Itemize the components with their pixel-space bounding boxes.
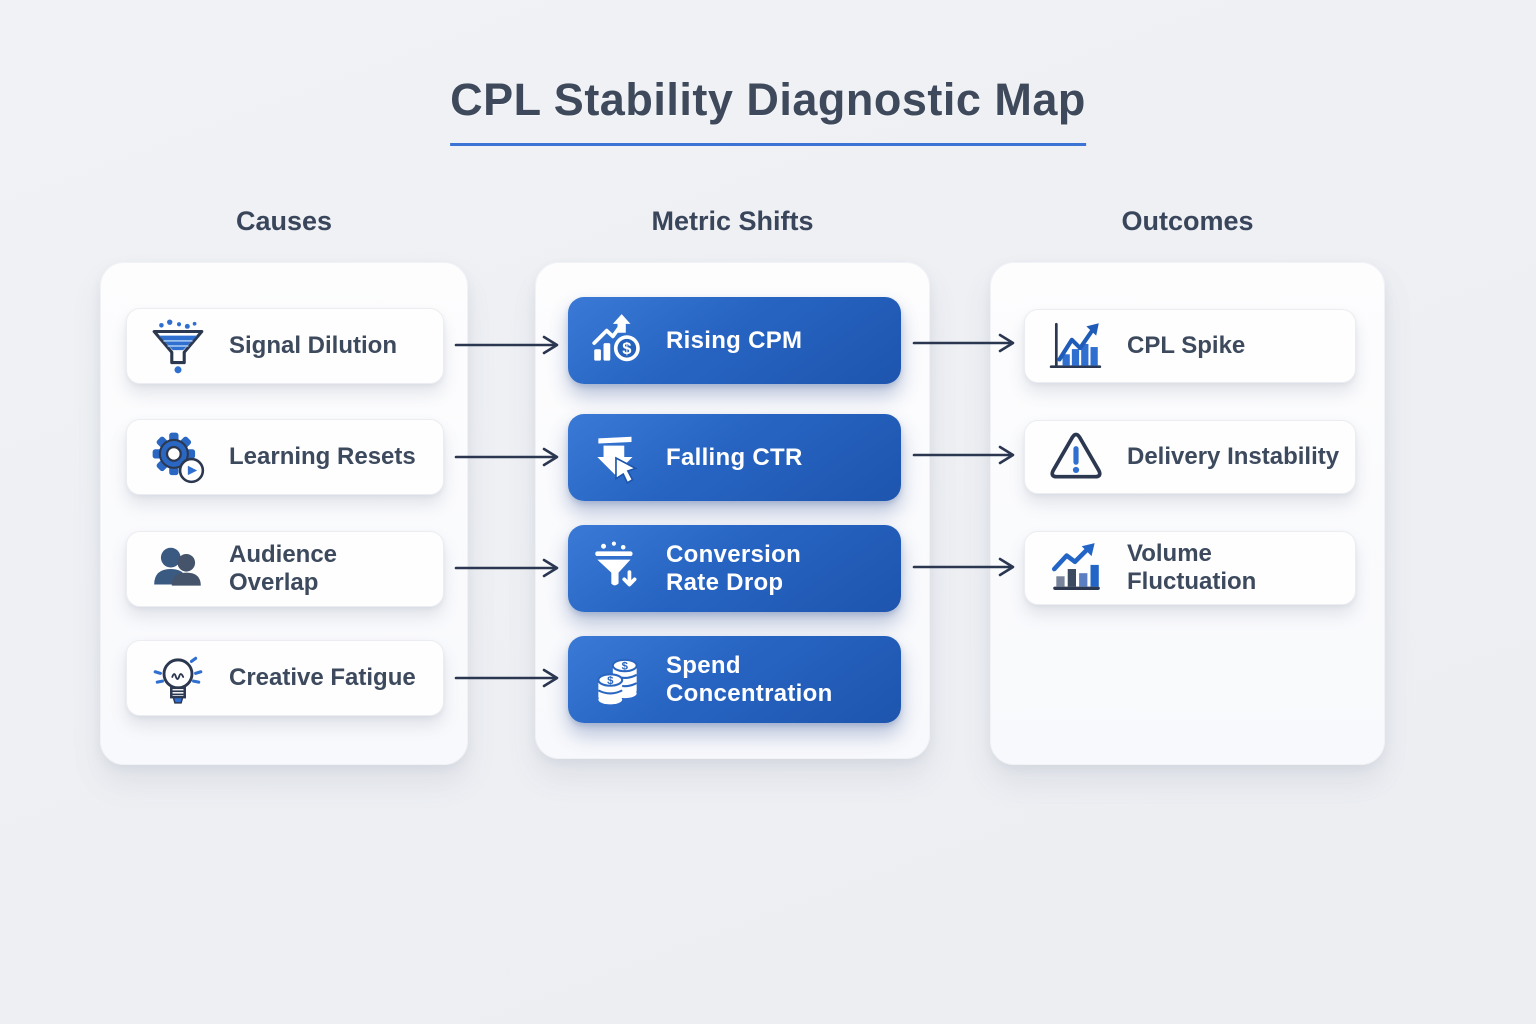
outcomes-header: Outcomes (1121, 206, 1254, 236)
metric-label: Spend Concentration (666, 651, 833, 707)
metric-shifts-panel: $ Rising CPM Falling CTR (535, 262, 930, 759)
cause-label: Learning Resets (229, 443, 416, 471)
metric-label: Conversion Rate Drop (666, 540, 802, 596)
cause-card-signal-dilution: Signal Dilution (126, 308, 444, 384)
metric-label: Rising CPM (666, 326, 803, 354)
metric-card-spend-concentration: $ $ Spend Concentration (568, 636, 901, 723)
causes-header: Causes (235, 206, 333, 236)
outcomes-panel: CPL Spike Delivery Instability (990, 262, 1385, 765)
metric-label: Falling CTR (666, 443, 803, 471)
coin-stacks-icon: $ $ (586, 649, 648, 711)
outcome-label: Delivery Instability (1127, 443, 1340, 471)
metric-card-conversion-rate-drop: Conversion Rate Drop (568, 525, 901, 612)
outcome-card-cpl-spike: CPL Spike (1024, 309, 1356, 383)
fluctuating-bars-icon (1045, 537, 1107, 599)
outcome-label: CPL Spike (1127, 332, 1246, 360)
funnel-dilution-icon (147, 315, 209, 377)
svg-text:$: $ (607, 675, 614, 687)
funnel-down-icon (586, 538, 648, 600)
people-overlap-icon (147, 538, 209, 600)
lightbulb-icon (147, 647, 209, 709)
outcome-card-delivery-instability: Delivery Instability (1024, 420, 1356, 494)
rising-chart-dollar-icon: $ (586, 310, 648, 372)
gear-refresh-icon (147, 426, 209, 488)
cause-label: Audience Overlap (229, 541, 338, 596)
cause-label: Signal Dilution (229, 332, 397, 360)
cause-card-learning-resets: Learning Resets (126, 419, 444, 495)
outcome-label: Volume Fluctuation (1127, 540, 1257, 595)
down-arrow-cursor-icon (586, 427, 648, 489)
page-title: CPL Stability Diagnostic Map (450, 74, 1086, 146)
metric-card-falling-ctr: Falling CTR (568, 414, 901, 501)
svg-text:$: $ (622, 660, 629, 672)
svg-text:$: $ (622, 338, 631, 357)
warning-triangle-icon (1045, 426, 1107, 488)
spike-chart-icon (1045, 315, 1107, 377)
outcome-card-volume-fluctuation: Volume Fluctuation (1024, 531, 1356, 605)
cause-card-creative-fatigue: Creative Fatigue (126, 640, 444, 716)
cause-label: Creative Fatigue (229, 664, 416, 692)
metric-card-rising-cpm: $ Rising CPM (568, 297, 901, 384)
cause-card-audience-overlap: Audience Overlap (126, 531, 444, 607)
metrics-header: Metric Shifts (651, 206, 814, 236)
causes-panel: Signal Dilution (100, 262, 468, 765)
